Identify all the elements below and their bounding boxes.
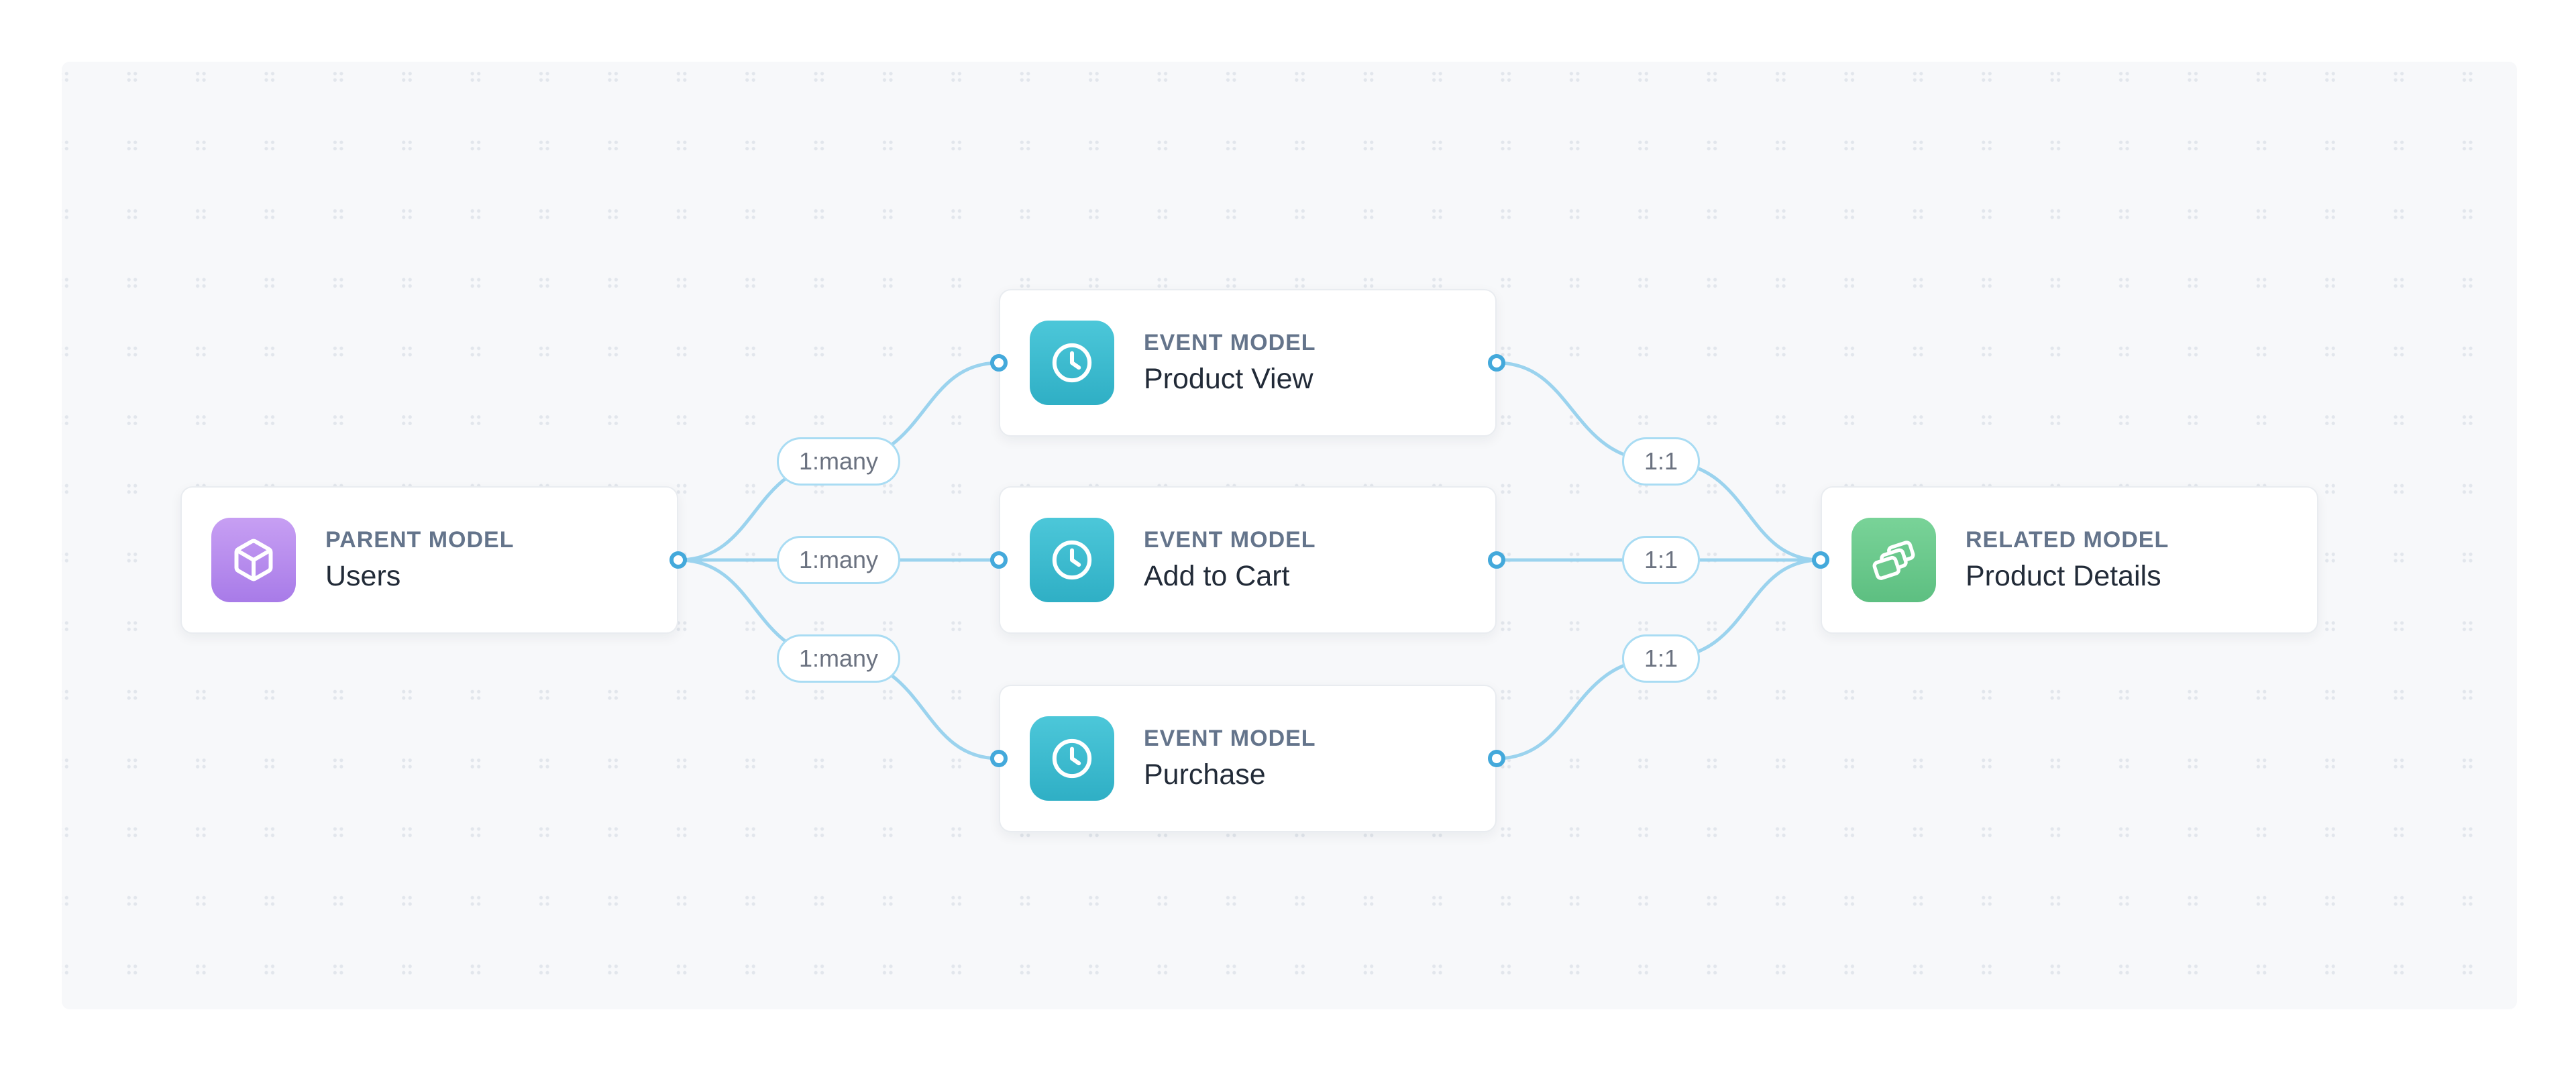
edge-label-1many-middle[interactable]: 1:many — [776, 536, 901, 584]
node-name: Purchase — [1144, 758, 1266, 791]
node-type-label: EVENT MODEL — [1144, 527, 1316, 553]
clock-icon — [1030, 716, 1114, 801]
node-name: Product View — [1144, 363, 1313, 395]
handle-product-view-left[interactable] — [990, 354, 1008, 372]
handle-product-details-left[interactable] — [1812, 551, 1829, 569]
stack-icon — [1851, 518, 1936, 602]
node-type-label: EVENT MODEL — [1144, 726, 1316, 751]
clock-icon — [1030, 321, 1114, 405]
handle-users-right[interactable] — [669, 551, 687, 569]
edge-label-11-bottom[interactable]: 1:1 — [1621, 634, 1701, 683]
node-add-to-cart[interactable]: EVENT MODEL Add to Cart — [999, 486, 1497, 634]
node-users[interactable]: PARENT MODEL Users — [180, 486, 678, 634]
handle-product-view-right[interactable] — [1488, 354, 1505, 372]
node-product-details[interactable]: RELATED MODEL Product Details — [1821, 486, 2318, 634]
handle-add-to-cart-right[interactable] — [1488, 551, 1505, 569]
node-name: Add to Cart — [1144, 560, 1290, 592]
node-type-label: EVENT MODEL — [1144, 330, 1316, 355]
node-purchase[interactable]: EVENT MODEL Purchase — [999, 685, 1497, 832]
handle-add-to-cart-left[interactable] — [990, 551, 1008, 569]
cube-icon — [211, 518, 296, 602]
clock-icon — [1030, 518, 1114, 602]
node-type-label: RELATED MODEL — [1966, 527, 2169, 553]
edge-label-1many-top[interactable]: 1:many — [776, 437, 901, 486]
handle-purchase-right[interactable] — [1488, 750, 1505, 767]
edge-label-1many-bottom[interactable]: 1:many — [776, 634, 901, 683]
node-type-label: PARENT MODEL — [325, 527, 515, 553]
edge-label-11-middle[interactable]: 1:1 — [1621, 536, 1701, 584]
edge-label-11-top[interactable]: 1:1 — [1621, 437, 1701, 486]
node-name: Users — [325, 560, 401, 592]
node-name: Product Details — [1966, 560, 2161, 592]
handle-purchase-left[interactable] — [990, 750, 1008, 767]
node-product-view[interactable]: EVENT MODEL Product View — [999, 289, 1497, 437]
